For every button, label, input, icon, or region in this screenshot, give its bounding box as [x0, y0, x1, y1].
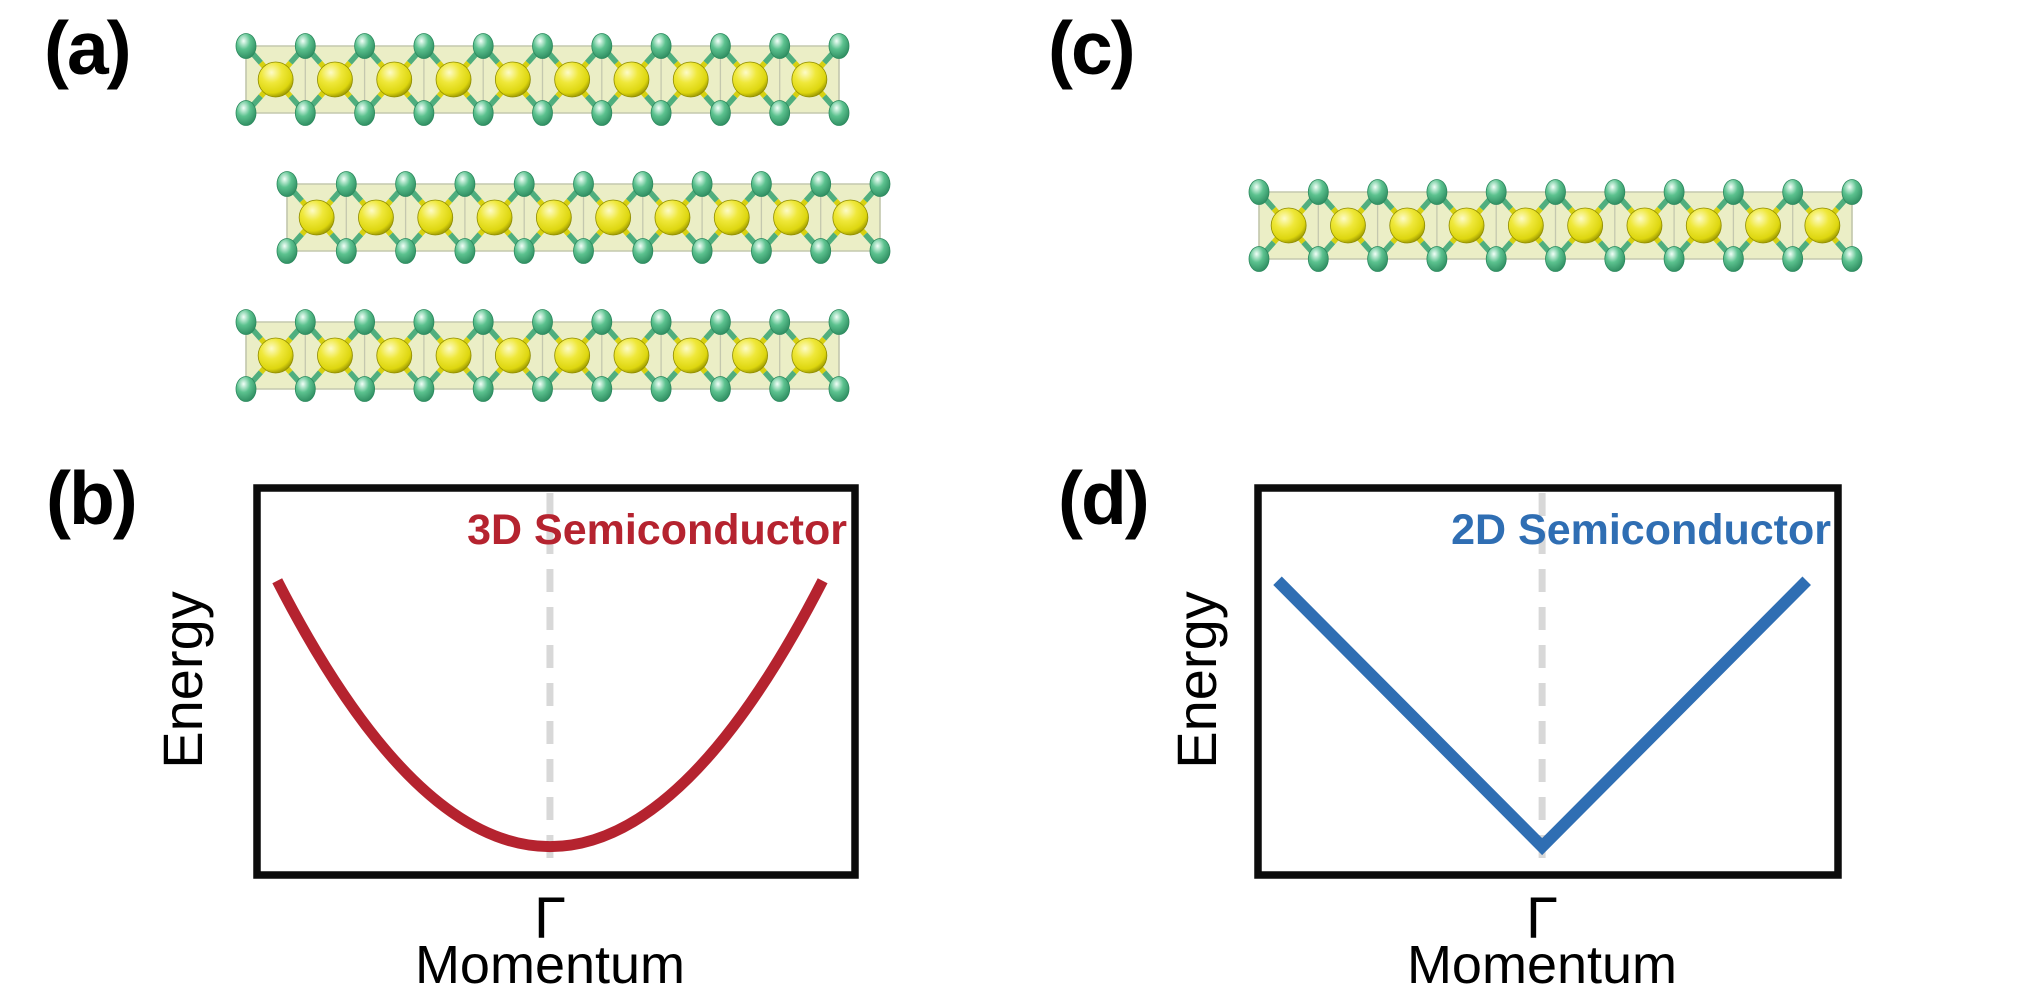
- momentum-axis-label-b: Momentum: [414, 935, 686, 992]
- gamma-tick-b: Γ: [534, 886, 566, 951]
- panel-label-a: (a): [44, 6, 132, 90]
- band-curve-b: [272, 578, 828, 853]
- gamma-tick-d: Γ: [1526, 886, 1558, 951]
- band-plot-d: [1254, 484, 1842, 879]
- plot-box-b: [253, 484, 859, 879]
- bulk-structure: [235, 33, 891, 402]
- band-curve-d: [1273, 576, 1811, 856]
- band-plot-b: [253, 484, 859, 879]
- monolayer-structure: [1248, 179, 1863, 272]
- panel-label-d: (d): [1058, 456, 1150, 540]
- band-annotation-2d-semiconductor: 2D Semiconductor: [1451, 506, 1831, 554]
- panel-label-b: (b): [46, 456, 138, 540]
- energy-axis-label-b: Energy: [150, 591, 214, 769]
- momentum-axis-label-d: Momentum: [1406, 935, 1678, 992]
- energy-axis-label-d: Energy: [1164, 591, 1228, 769]
- band-annotation-3d-semiconductor: 3D Semiconductor: [467, 506, 847, 554]
- panel-label-c: (c): [1048, 6, 1136, 90]
- plot-box-d: [1254, 484, 1842, 879]
